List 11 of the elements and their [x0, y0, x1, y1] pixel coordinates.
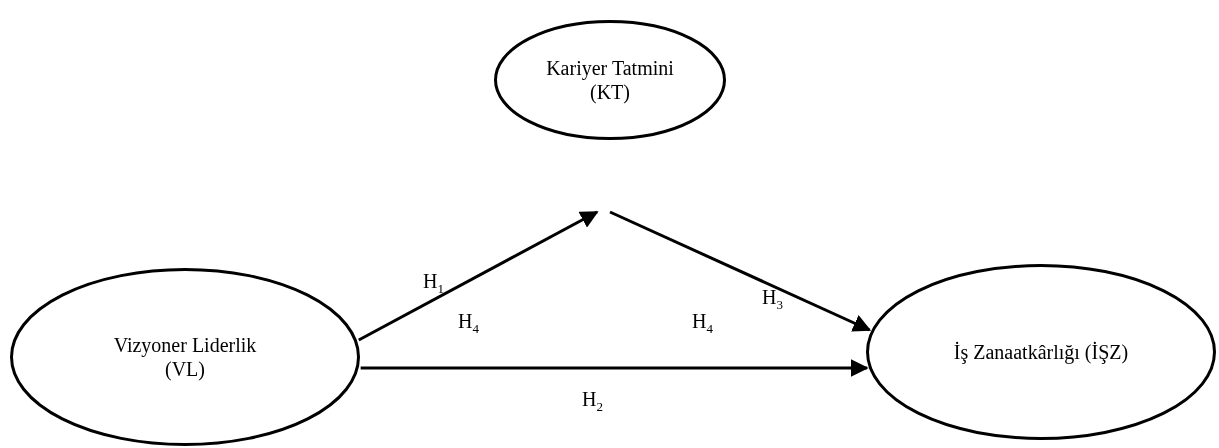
arrow: [609, 210, 872, 332]
edge-label: H$_{2}$: [582, 388, 603, 415]
arrow: [358, 210, 599, 342]
node-label: Vizyoner Liderlik (VL): [112, 333, 258, 381]
edge-label: H$_{1}$: [423, 270, 444, 297]
hypothesis-label: H$_{4}$: [692, 310, 713, 337]
hypothesis-label: H$_{4}$: [458, 310, 479, 337]
node-label: Kariyer Tatmini (KT): [545, 56, 675, 104]
edge-label: H$_{3}$: [762, 286, 783, 313]
node-label: İş Zanaatkârlığı (İŞZ): [952, 340, 1130, 364]
arrow: [360, 359, 869, 377]
